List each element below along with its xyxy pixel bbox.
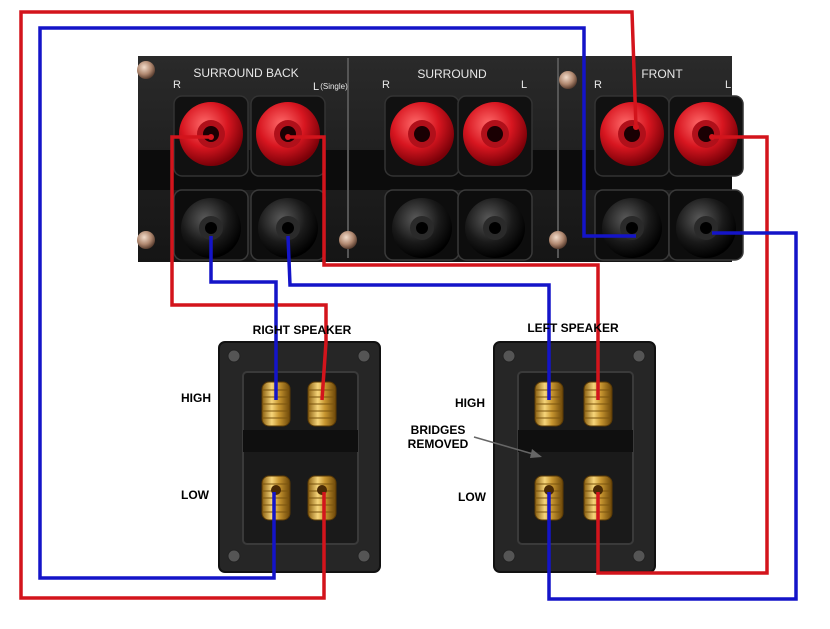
left-speaker-title: LEFT SPEAKER <box>527 321 619 335</box>
plate-screw-icon <box>227 349 241 363</box>
panel-screw-icon <box>137 231 155 249</box>
right-speaker-high-label: HIGH <box>181 391 211 405</box>
blue-wire-sb-r-to-right-high <box>209 236 278 400</box>
channel-label-l: L <box>313 81 319 93</box>
plate-screw-icon <box>357 549 371 563</box>
arrow-head-icon <box>530 449 542 458</box>
bridges-removed-line: BRIDGES <box>411 423 466 437</box>
channel-label-l: L <box>521 79 527 91</box>
red-wire-sb-l-to-left-high <box>288 135 600 400</box>
red-binding-post-icon <box>594 95 670 177</box>
section-label-front: FRONT <box>641 67 683 81</box>
red-wire-contact-dot <box>709 134 715 140</box>
gold-terminal-icon <box>307 475 337 521</box>
red-wire-contact-dot <box>208 134 214 140</box>
right-speaker-title: RIGHT SPEAKER <box>253 323 352 337</box>
black-binding-posts <box>173 189 744 261</box>
section-label-surround-back: SURROUND BACK <box>193 66 298 80</box>
red-wire-front-l-to-left-low <box>596 135 769 575</box>
panel-screw-icon <box>137 61 155 79</box>
black-binding-post-icon <box>457 189 533 261</box>
channel-label-r: R <box>173 79 181 91</box>
section-label-surround: SURROUND <box>417 67 487 81</box>
blue-wire-sb-l-to-left-high <box>286 235 551 400</box>
wiring <box>19 10 798 601</box>
gold-terminal-icon <box>261 381 291 427</box>
red-binding-post-icon <box>457 95 533 177</box>
channel-label-r: R <box>594 79 602 91</box>
red-wire-sb-r-to-right-high <box>170 135 328 401</box>
blue-wire-front-r-to-right-low <box>38 26 636 580</box>
red-wire-contact-dot <box>633 124 639 130</box>
gold-terminal-icon <box>261 475 291 521</box>
plate-screw-icon <box>357 349 371 363</box>
amplifier-panel: SURROUND BACK R L (Single) SURROUND R L … <box>137 56 744 262</box>
red-wire-contact-dot <box>285 134 291 140</box>
plate-screw-icon <box>502 349 516 363</box>
red-binding-post-icon <box>384 95 460 177</box>
black-binding-post-icon <box>384 189 460 261</box>
panel-screw-icon <box>559 71 577 89</box>
black-binding-post-icon <box>173 189 249 261</box>
black-binding-post-icon <box>594 189 670 261</box>
channel-label-l: L <box>725 79 731 91</box>
left-speaker-terminal-plate <box>493 341 656 573</box>
plate-screw-icon <box>502 549 516 563</box>
panel-screw-icon <box>549 231 567 249</box>
red-binding-posts <box>173 95 744 177</box>
red-wire-front-r-to-right-low <box>19 10 638 600</box>
plate-screw-icon <box>632 549 646 563</box>
channel-label-single: (Single) <box>320 82 348 91</box>
bridges-removed-line: REMOVED <box>408 437 469 451</box>
blue-wire-front-l-to-left-low <box>547 231 798 601</box>
bridges-removed-arrow <box>473 436 541 457</box>
black-binding-post-icon <box>668 189 744 261</box>
right-speaker-terminal-plate <box>218 341 381 573</box>
plate-screw-icon <box>227 549 241 563</box>
channel-label-r: R <box>382 79 390 91</box>
black-binding-post-icon <box>250 189 326 261</box>
left-speaker-low-label: LOW <box>458 490 487 504</box>
panel-screw-icon <box>339 231 357 249</box>
right-speaker-low-label: LOW <box>181 488 210 502</box>
plate-screw-icon <box>632 349 646 363</box>
left-speaker-high-label: HIGH <box>455 396 485 410</box>
